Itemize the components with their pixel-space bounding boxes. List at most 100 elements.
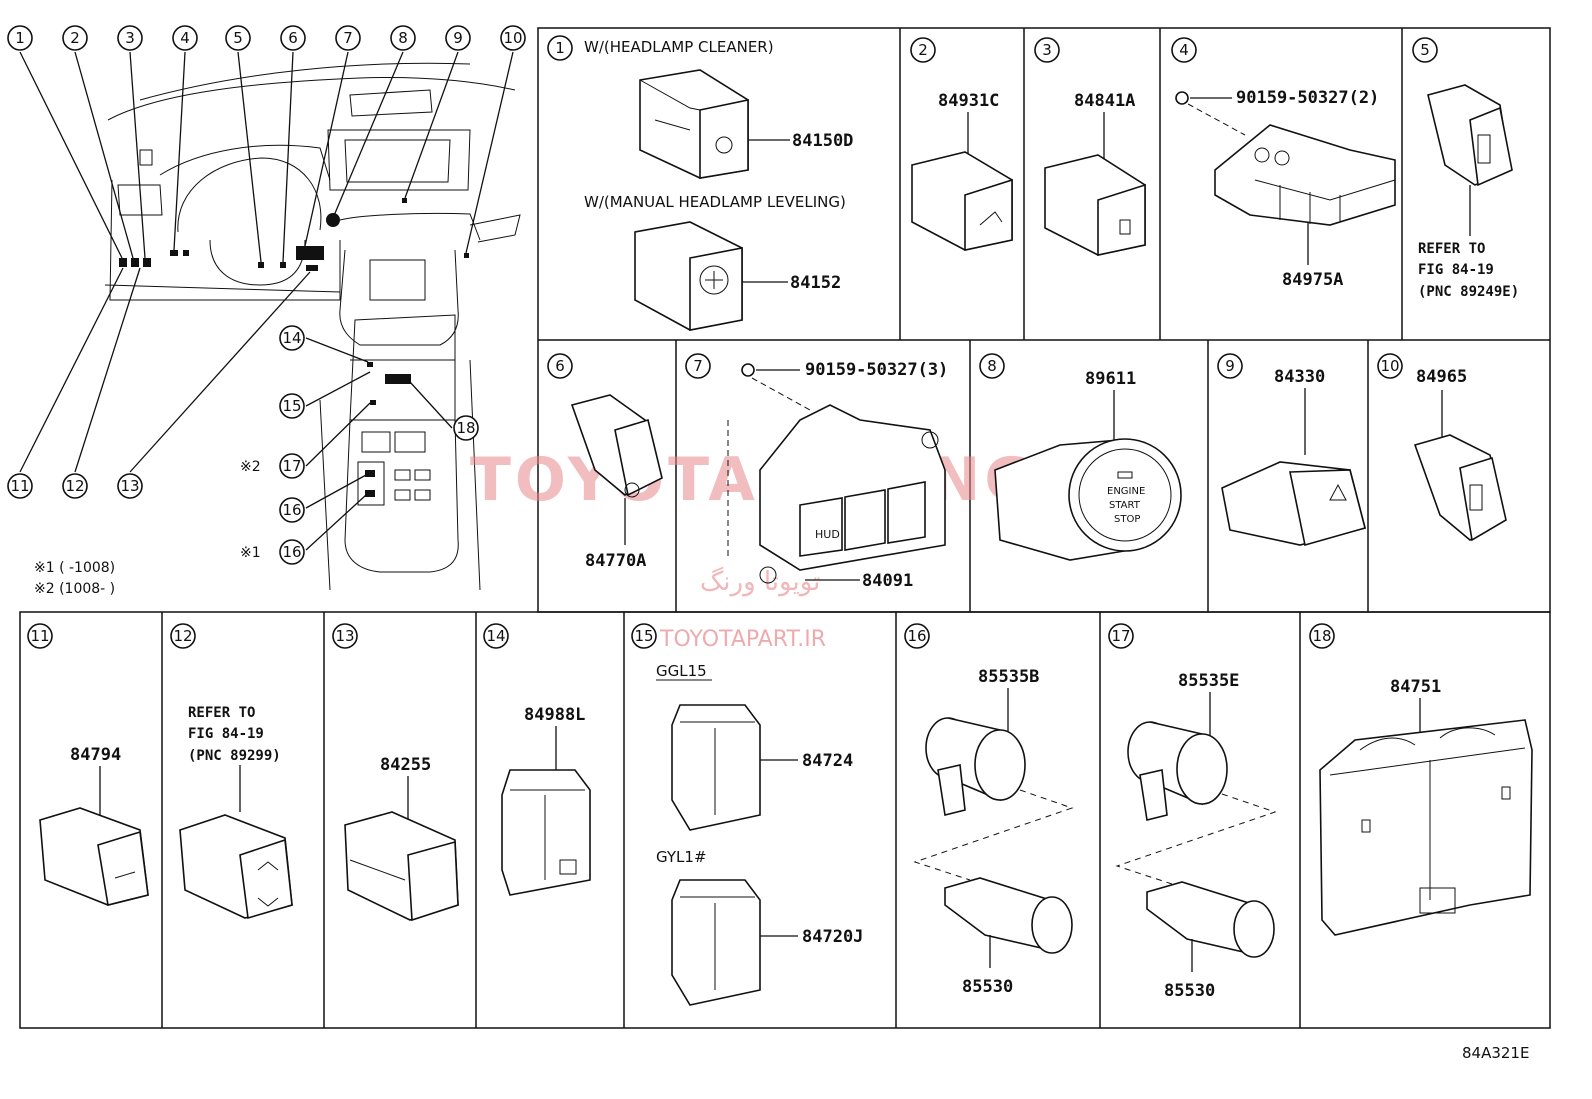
part-number: 85530: [1164, 981, 1215, 1001]
part-number: 84150D: [792, 131, 853, 151]
part-number: 84841A: [1074, 91, 1135, 111]
callout-circle: [279, 325, 305, 351]
callout-circle: [7, 25, 33, 51]
cell-number: 10: [1380, 357, 1399, 375]
callout-circle: [279, 539, 305, 565]
cell-number-circle: [1217, 353, 1243, 379]
switch-part: [344, 811, 459, 922]
part-number: 84152: [790, 273, 841, 293]
switch-part: [501, 769, 591, 896]
cell-10: 10 84965: [1377, 353, 1507, 542]
cell-number-circle: [1377, 353, 1403, 379]
callout-number: 2: [70, 29, 80, 47]
part-number: 84794: [70, 745, 121, 765]
part-number: 85535E: [1178, 671, 1239, 691]
power-outlet: [1146, 881, 1275, 958]
callout-circle: [62, 473, 88, 499]
headlamp-cleaner-switch: [639, 69, 749, 179]
callout-circle: [7, 473, 33, 499]
refer-text: (PNC 89249E): [1418, 284, 1519, 300]
part-number: 84975A: [1282, 270, 1343, 290]
callout-number: 3: [125, 29, 135, 47]
screw-icon: [1175, 91, 1189, 105]
diagram-code: 84A321E: [1462, 1044, 1529, 1062]
cell-number: 6: [555, 357, 565, 375]
watermark-fa: تویوتا ورنگ: [700, 566, 820, 597]
cell-number: 3: [1042, 41, 1052, 59]
callout-circle: [280, 25, 306, 51]
variant-note-2: ※2 (1008- ): [34, 581, 115, 597]
cell-number: 16: [907, 627, 926, 645]
cell-16: 16 85535B 85530: [904, 623, 1074, 997]
cell-6: 6 84770A: [547, 353, 663, 571]
cell-number-circle: [631, 623, 657, 649]
callout-circle: [500, 25, 526, 51]
button-text: START: [1109, 500, 1141, 511]
console-switch-panel: [1319, 719, 1533, 936]
callout-circle: [117, 25, 143, 51]
part-number: 84931C: [938, 91, 999, 111]
refer-text: FIG 84-19: [1418, 262, 1494, 278]
part-number: 85535B: [978, 667, 1039, 687]
callout-circle: [279, 497, 305, 523]
callout-circle: [390, 25, 416, 51]
cell-number-circle: [27, 623, 53, 649]
cell-number-circle: [1171, 37, 1197, 63]
back-door-switch: [911, 151, 1013, 251]
cell-number: 8: [987, 357, 997, 375]
part-number: 90159-50327(2): [1236, 88, 1379, 108]
callout-number: 17: [282, 457, 301, 475]
switch-part: [1413, 434, 1507, 542]
switch-part: [179, 814, 293, 920]
callout-number: 7: [343, 29, 353, 47]
cell-number-circle: [547, 35, 573, 61]
switch-part: [1427, 84, 1513, 187]
switch-part: [570, 394, 663, 498]
cell-number-circle: [1108, 623, 1134, 649]
cell-9: 9 84330: [1217, 353, 1366, 547]
cell-number: 9: [1225, 357, 1235, 375]
model-label: GYL1#: [656, 848, 707, 866]
part-number: 84988L: [524, 705, 585, 725]
dashboard-overview: 1 2 3 4 5 6 7 8 9 10 11 12 13 14 15 17 1…: [7, 25, 526, 597]
cell-17: 17 85535E 85530: [1108, 623, 1277, 1001]
cell-number-circle: [685, 353, 711, 379]
cell-number: 15: [634, 627, 653, 645]
switch-part: [671, 879, 761, 1006]
callout-number: 4: [180, 29, 190, 47]
variant-label: W/(MANUAL HEADLAMP LEVELING): [584, 193, 846, 211]
callout-number: 11: [10, 477, 29, 495]
refer-text: (PNC 89299): [188, 748, 281, 764]
cell-number-circle: [483, 623, 509, 649]
variant-mark: ※2: [240, 459, 261, 475]
callout-number: 16: [282, 501, 301, 519]
callout-number: 10: [503, 29, 522, 47]
callout-circle: [335, 25, 361, 51]
button-text: STOP: [1114, 514, 1140, 525]
engine-start-stop-switch: ENGINE START STOP: [994, 438, 1182, 561]
callout-circle: [279, 393, 305, 419]
cell-number: 11: [30, 627, 49, 645]
cell-5: 5 REFER TO FIG 84-19 (PNC 89249E): [1412, 37, 1519, 300]
callout-number: 9: [453, 29, 463, 47]
cell-11: 11 84794: [27, 623, 149, 906]
callout-circle: [279, 453, 305, 479]
callout-circle: [62, 25, 88, 51]
cell-number: 2: [918, 41, 928, 59]
power-outlet: [944, 877, 1073, 954]
part-number: 84724: [802, 751, 853, 771]
callout-circle: [445, 25, 471, 51]
cell-number: 17: [1111, 627, 1130, 645]
cell-number: 4: [1179, 41, 1189, 59]
part-number: 84330: [1274, 367, 1325, 387]
refer-text: REFER TO: [1418, 241, 1485, 257]
power-outlet-socket: [925, 717, 1026, 816]
variant-mark: ※1: [240, 545, 261, 561]
cell-number: 18: [1312, 627, 1331, 645]
callout-number: 6: [288, 29, 298, 47]
refer-text: REFER TO: [188, 705, 255, 721]
callout-number: 18: [456, 419, 475, 437]
callout-circle: [117, 473, 143, 499]
headlamp-leveling-switch: [634, 221, 743, 331]
